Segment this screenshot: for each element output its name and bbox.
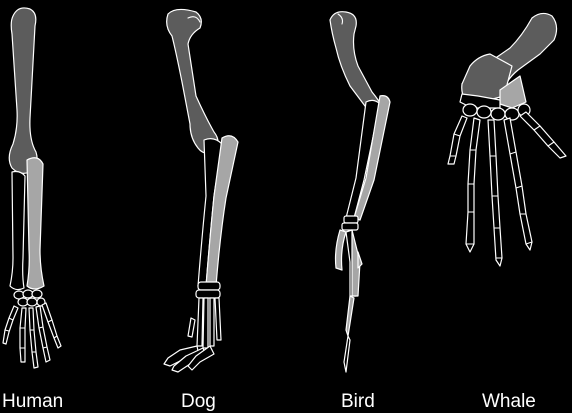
label-human: Human — [2, 392, 63, 412]
label-dog: Dog — [181, 392, 216, 412]
label-whale: Whale — [482, 392, 536, 412]
human-humerus — [9, 8, 37, 173]
dog-carpals — [196, 282, 220, 298]
human-phalanges — [3, 303, 61, 368]
whale-phalanges — [448, 112, 566, 266]
human-carpals — [14, 290, 45, 306]
human-limb — [3, 8, 61, 368]
dog-limb — [164, 9, 238, 372]
dog-phalanges — [164, 298, 221, 372]
whale-limb — [448, 13, 566, 266]
dog-humerus — [167, 9, 218, 153]
bird-limb — [330, 12, 390, 372]
human-ulna — [10, 172, 25, 290]
bird-carpals — [342, 216, 358, 230]
human-radius — [27, 158, 44, 289]
label-bird: Bird — [341, 392, 375, 412]
bird-phalanges — [336, 230, 363, 372]
bird-humerus — [330, 12, 384, 114]
